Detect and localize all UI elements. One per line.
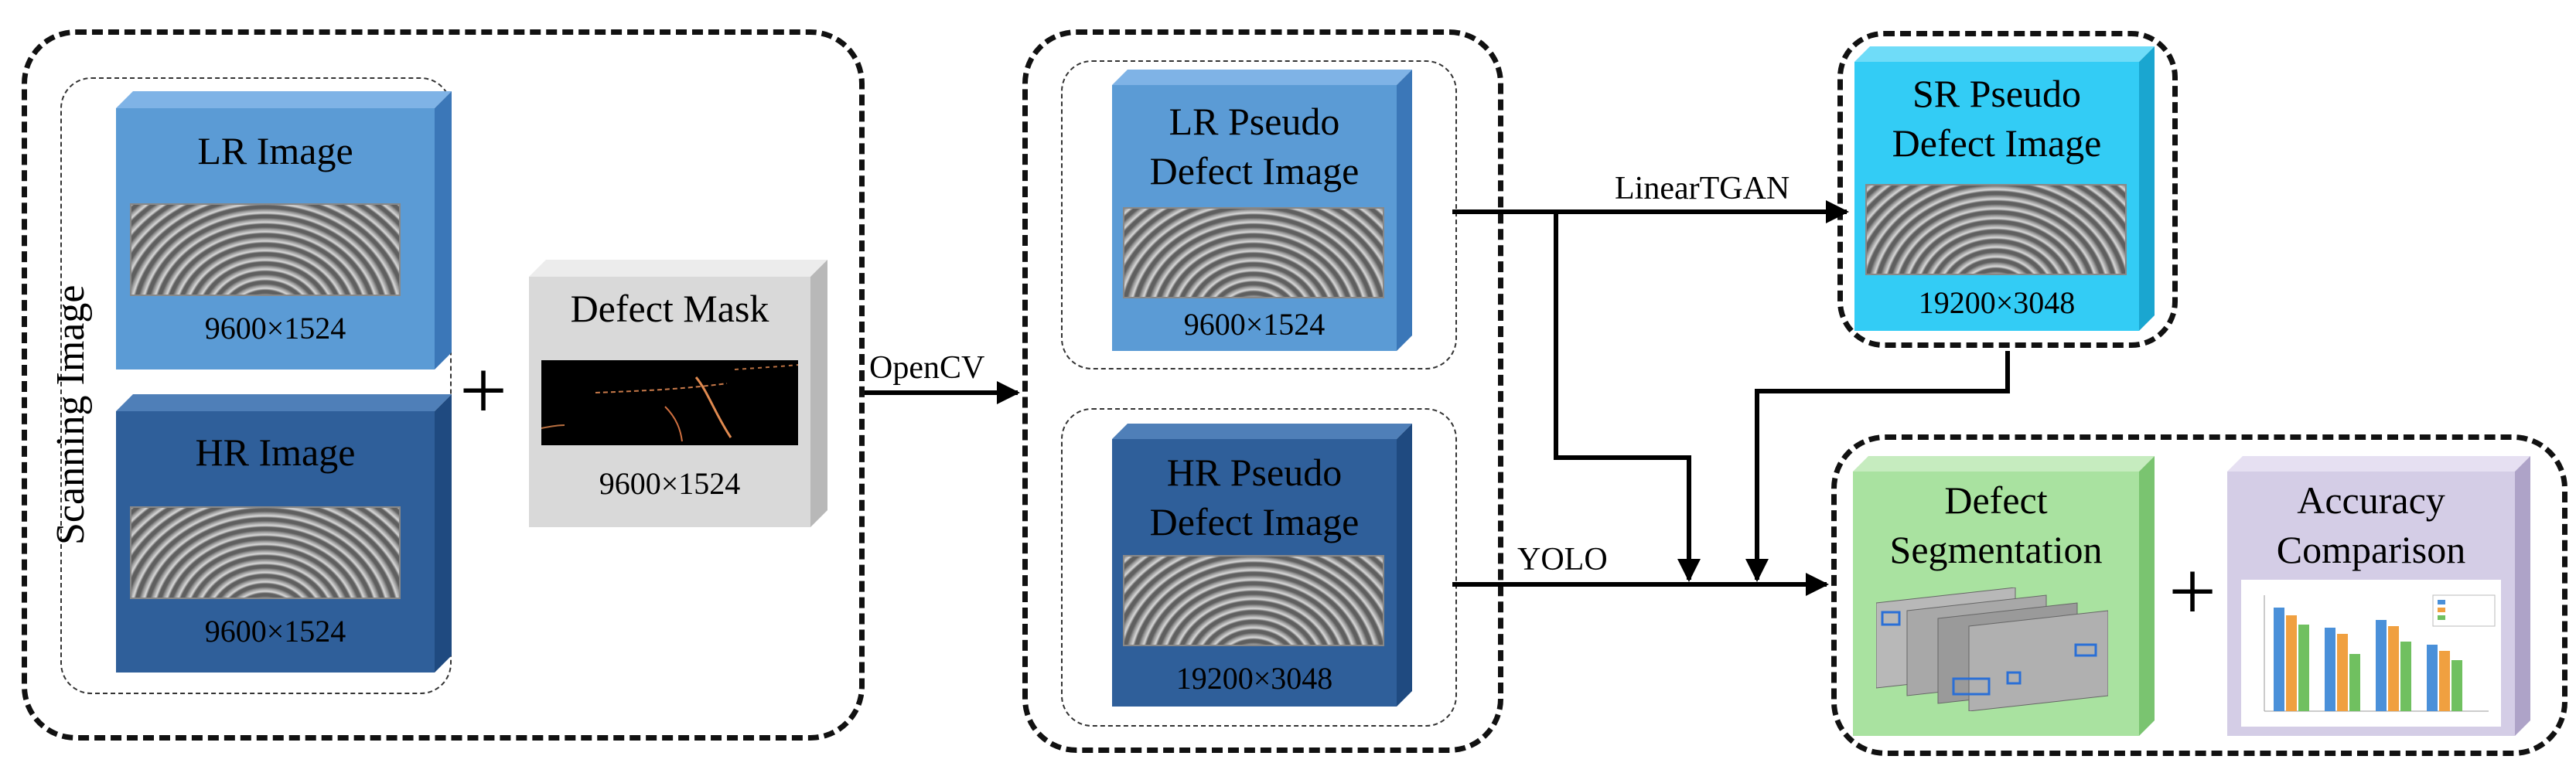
defect-mask-thumbnail bbox=[541, 360, 799, 445]
accuracy-title-line1: Accuracy bbox=[2297, 478, 2445, 522]
sr-group-frame bbox=[1837, 31, 2178, 348]
hr-pseudo-box: HR Pseudo Defect Image 19200×3048 bbox=[1112, 424, 1412, 707]
hr-image-dims: 9600×1524 bbox=[204, 614, 346, 649]
hr-pseudo-dims: 19200×3048 bbox=[1175, 661, 1333, 696]
sr-pseudo-title-line1: SR Pseudo bbox=[1912, 72, 2082, 115]
plus-sign-results: + bbox=[2168, 544, 2217, 638]
lineartgan-label: LinearTGAN bbox=[1615, 171, 1790, 206]
segmentation-stacked-images bbox=[1876, 587, 2108, 711]
lr-pseudo-thumbnail bbox=[1123, 207, 1384, 298]
accuracy-comparison-box: Accuracy Comparison bbox=[2227, 456, 2530, 736]
scanning-image-frame bbox=[60, 77, 452, 694]
defect-lines-graphic bbox=[541, 364, 799, 442]
lr-image-title: LR Image bbox=[197, 129, 353, 172]
sr-pseudo-thumbnail bbox=[1865, 184, 2127, 275]
yolo-label: YOLO bbox=[1517, 542, 1608, 577]
sr-pseudo-box: SR Pseudo Defect Image 19200×3048 bbox=[1854, 46, 2155, 331]
defect-mask-dims: 9600×1524 bbox=[599, 466, 741, 501]
hr-pseudo-title-line1: HR Pseudo bbox=[1166, 451, 1343, 494]
sr-pseudo-dims: 19200×3048 bbox=[1918, 285, 2076, 320]
pseudo-group-frame bbox=[1022, 29, 1503, 753]
defect-mask-box: Defect Mask 9600×1524 bbox=[529, 260, 827, 527]
sr-pseudo-title-line2: Defect Image bbox=[1892, 121, 2102, 165]
hr-pseudo-thumbnail bbox=[1123, 555, 1384, 646]
hr-pseudo-title-line2: Defect Image bbox=[1149, 500, 1360, 543]
defect-segmentation-box: Defect Segmentation bbox=[1853, 456, 2155, 736]
lr-scan-thumbnail bbox=[130, 203, 401, 296]
input-group-frame bbox=[22, 29, 865, 741]
lr-pseudo-frame bbox=[1061, 60, 1457, 369]
results-group-frame bbox=[1831, 434, 2567, 756]
lr-pseudo-title-line2: Defect Image bbox=[1149, 149, 1360, 192]
lr-image-dims: 9600×1524 bbox=[204, 311, 346, 346]
segmentation-title-line1: Defect bbox=[1944, 478, 2048, 522]
plus-sign-scanning-mask: + bbox=[459, 343, 508, 438]
hr-image-title: HR Image bbox=[195, 431, 356, 474]
hr-scan-thumbnail bbox=[130, 506, 401, 599]
sr-to-results-line bbox=[1745, 351, 2010, 582]
lr-branch-line bbox=[1554, 212, 1701, 582]
defect-mask-title: Defect Mask bbox=[570, 287, 769, 330]
lr-pseudo-dims: 9600×1524 bbox=[1183, 307, 1326, 342]
accuracy-title-line2: Comparison bbox=[2276, 528, 2466, 571]
lr-image-box: LR Image 9600×1524 bbox=[116, 91, 452, 369]
hr-pseudo-frame bbox=[1061, 408, 1457, 727]
lr-pseudo-box: LR Pseudo Defect Image 9600×1524 bbox=[1112, 70, 1412, 351]
segmentation-title-line2: Segmentation bbox=[1889, 528, 2103, 571]
accuracy-mini-chart bbox=[2241, 580, 2501, 727]
lr-pseudo-title-line1: LR Pseudo bbox=[1169, 100, 1340, 143]
hr-image-box: HR Image 9600×1524 bbox=[116, 394, 452, 673]
opencv-label: OpenCV bbox=[869, 350, 985, 386]
